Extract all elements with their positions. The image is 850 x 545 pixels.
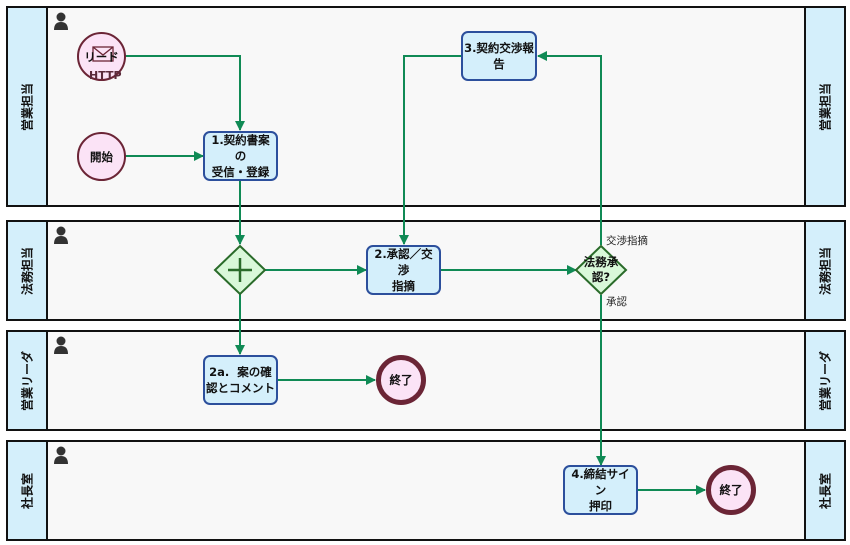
task-4-sign-seal[interactable]: 4.締結サイン押印 — [563, 465, 638, 515]
task-label-line: 認とコメント — [206, 381, 275, 395]
task-label-line: 2.承認／交渉 — [374, 247, 433, 277]
task-label-line: 押印 — [589, 499, 612, 513]
task-2a-review-comment[interactable]: 2a. 案の確認とコメント — [203, 355, 278, 405]
lane-legal: 法務担当 法務担当 — [6, 220, 846, 321]
lane-header-left: 営業リーダ — [8, 332, 48, 429]
event-label: 終了 — [719, 483, 743, 497]
lane-sales: 営業担当 営業担当 — [6, 6, 846, 207]
start-event[interactable]: 開始 — [77, 132, 126, 181]
event-sublabel-http: HTTP — [89, 69, 122, 82]
task-label-line: 4.締結サイン — [571, 467, 630, 497]
person-icon — [54, 446, 68, 464]
lane-header-right: 法務担当 — [804, 222, 844, 319]
task-label-line: 3.契約交渉報 — [464, 41, 534, 55]
envelope-icon — [92, 46, 114, 62]
event-label: リード — [84, 49, 119, 64]
person-icon — [54, 336, 68, 354]
lane-header-right: 社長室 — [804, 442, 844, 539]
end-event-president[interactable]: 終了 — [706, 465, 756, 515]
lane-header-left: 社長室 — [8, 442, 48, 539]
task-3-negotiation-report[interactable]: 3.契約交渉報告 — [461, 31, 537, 81]
decision-gateway-label: 法務承 認? — [571, 255, 631, 285]
lane-header-left: 営業担当 — [8, 8, 48, 205]
event-label: 終了 — [389, 373, 413, 387]
flow-lead-to-t1[interactable] — [125, 55, 245, 131]
flow-decision-negotiate[interactable] — [537, 51, 602, 245]
task-label-line: 指摘 — [392, 279, 415, 293]
task-label-line: 告 — [493, 57, 505, 71]
lane-header-right: 営業リーダ — [804, 332, 844, 429]
lane-header-left: 法務担当 — [8, 222, 48, 319]
decision-gateway[interactable] — [574, 244, 628, 296]
flow-t3-to-t2[interactable] — [399, 55, 461, 245]
task-label-line: 受信・登録 — [211, 165, 270, 179]
event-label: 開始 — [90, 149, 113, 164]
gateway-label-line: 法務承 — [583, 255, 619, 269]
lane-sales-leader: 営業リーダ 営業リーダ — [6, 330, 846, 431]
task-label-line: 1.契約書案の — [211, 133, 270, 163]
end-event-sales-leader[interactable]: 終了 — [376, 355, 426, 405]
task-label-line: 2a. 案の確 — [209, 365, 272, 379]
edge-label-approve: 承認 — [606, 296, 627, 308]
task-1-receive-register[interactable]: 1.契約書案の受信・登録 — [203, 131, 278, 181]
message-start-event-lead[interactable]: リード — [77, 32, 126, 81]
gateway-label-line: 認? — [591, 270, 611, 284]
lane-header-right: 営業担当 — [804, 8, 844, 205]
person-icon — [54, 226, 68, 244]
person-icon — [54, 12, 68, 30]
task-2-approve-negotiate[interactable]: 2.承認／交渉指摘 — [366, 245, 441, 295]
edge-label-negotiate: 交渉指摘 — [606, 235, 648, 247]
parallel-gateway[interactable] — [213, 244, 267, 296]
